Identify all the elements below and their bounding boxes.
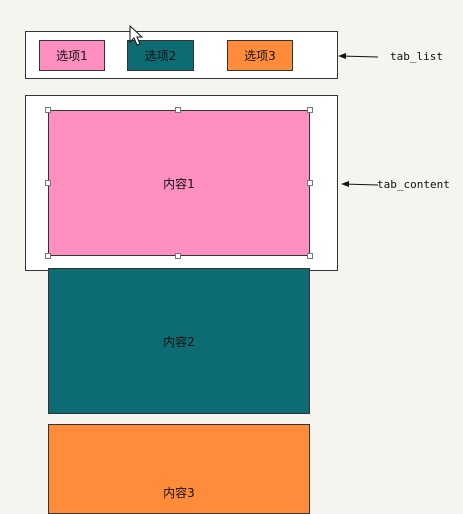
cursor-icon xyxy=(129,24,144,46)
tab-2[interactable]: 选项2 xyxy=(127,40,194,71)
content-panel-2-label: 内容2 xyxy=(163,334,195,349)
selection-handle-bottom[interactable] xyxy=(175,253,181,259)
content-panel-3: 内容3 xyxy=(48,424,310,514)
tab-list-annotation: tab_list xyxy=(390,50,443,63)
selection-handle-top-left[interactable] xyxy=(45,107,51,113)
arrow-tab-list xyxy=(338,53,379,59)
selection-handle-top-right[interactable] xyxy=(307,107,313,113)
content-panel-2: 内容2 xyxy=(48,268,310,414)
selection-handle-top[interactable] xyxy=(175,107,181,113)
arrow-tab-content xyxy=(341,181,379,187)
content-panel-3-label: 内容3 xyxy=(163,486,195,500)
selection-handle-bottom-left[interactable] xyxy=(45,253,51,259)
tab-3[interactable]: 选项3 xyxy=(227,40,293,71)
selection-handle-bottom-right[interactable] xyxy=(307,253,313,259)
tab-content-annotation: tab_content xyxy=(377,178,450,191)
tab-1[interactable]: 选项1 xyxy=(39,40,105,71)
selection-handle-left[interactable] xyxy=(45,180,51,186)
selection-handle-right[interactable] xyxy=(307,180,313,186)
content-panel-1-label: 内容1 xyxy=(163,176,195,191)
